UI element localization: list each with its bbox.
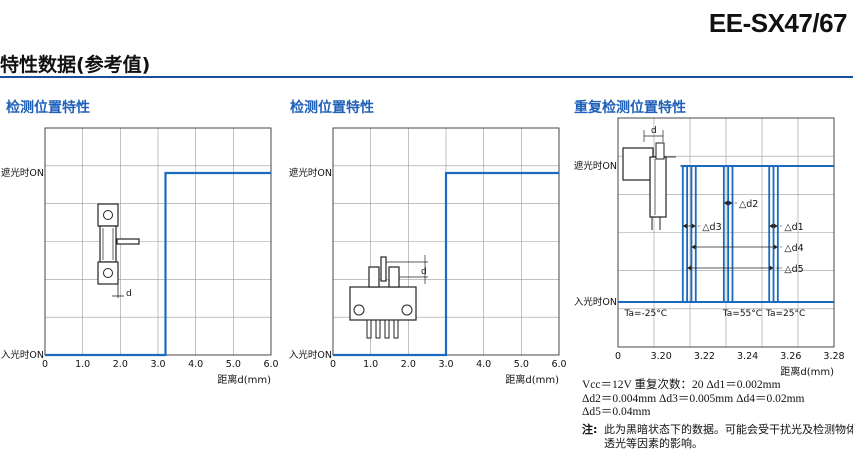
- model-number: EE-SX47/67: [708, 8, 848, 38]
- temp-label: Ta=25°C: [765, 309, 805, 319]
- arrow-head: [691, 244, 696, 250]
- x-tick-label: 3.22: [694, 351, 715, 362]
- x-tick-label: 3.0: [150, 359, 165, 370]
- series-line: [333, 171, 559, 357]
- x-tick-label: 3.0: [438, 359, 453, 370]
- temp-label: Ta=55°C: [722, 309, 762, 319]
- distance-label: d: [126, 289, 132, 299]
- delta-label: △d5: [784, 264, 803, 275]
- x-tick-label: 0: [615, 351, 621, 362]
- sensor-top-block: [97, 203, 119, 227]
- terminal-pin: [393, 319, 399, 339]
- arrow-head: [687, 265, 692, 271]
- sensor-body: [99, 225, 117, 263]
- notes-line-2: Δd2＝0.004mm Δd3＝0.005mm Δd4＝0.02mm: [582, 392, 805, 405]
- arrow-head: [769, 223, 774, 229]
- x-tick-label: 3.26: [780, 351, 801, 362]
- x-tick-label: 0: [330, 359, 336, 370]
- x-tick-label: 5.0: [226, 359, 241, 370]
- y-label-on: 遮光时ON: [1, 167, 44, 179]
- x-tick-label: 4.0: [476, 359, 491, 370]
- notes-line-3: Δd5＝0.04mm: [582, 406, 651, 418]
- delta-label: △d4: [784, 243, 803, 254]
- sensor-diagram-1: d: [97, 203, 140, 299]
- x-tick-label: 0: [42, 359, 48, 370]
- mount-hole-icon: [103, 210, 113, 220]
- y-label-off: 入光时ON: [574, 296, 617, 308]
- sensor-diagram-2: d: [349, 255, 428, 339]
- x-tick-label: 2.0: [401, 359, 416, 370]
- x-tick-label: 1.0: [363, 359, 378, 370]
- mount-hole-icon: [353, 304, 365, 316]
- temp-label: Ta=-25°C: [623, 309, 667, 319]
- sensor-body: [649, 156, 667, 218]
- x-tick-label: 3.20: [651, 351, 672, 362]
- y-label-on: 遮光时ON: [574, 160, 617, 172]
- y-label-on: 遮光时ON: [289, 167, 332, 179]
- arrow-head: [723, 200, 728, 206]
- x-tick-label: 5.0: [514, 359, 529, 370]
- x-tick-label: 4.0: [188, 359, 203, 370]
- chart-1: 0 1.0 2.0 3.0 4.0 5.0 6.0 距离d(mm) 遮光时ON 入光时ON: [1, 127, 279, 386]
- x-tick-label: 6.0: [551, 359, 566, 370]
- arrow-head: [728, 200, 733, 206]
- arrow-head: [773, 223, 778, 229]
- sensor-arm-right: [388, 266, 400, 288]
- chart1-title: 检测位置特性: [6, 100, 90, 116]
- mount-hole-icon: [401, 304, 413, 316]
- sensor-arm-left: [368, 266, 380, 288]
- terminal-pin: [366, 319, 372, 339]
- shutter-plate: [116, 238, 140, 245]
- emitter-tip: [655, 142, 665, 160]
- x-tick-label: 1.0: [75, 359, 90, 370]
- series-line: [45, 171, 271, 357]
- terminal-pin: [384, 319, 390, 339]
- x-axis-label: 距离d(mm): [217, 373, 271, 386]
- y-label-off: 入光时ON: [289, 349, 332, 361]
- distance-label: d: [651, 126, 657, 136]
- distance-label: d: [421, 267, 427, 277]
- arrow-head: [769, 265, 774, 271]
- delta-label: △d1: [784, 222, 803, 233]
- arrow-head: [691, 223, 696, 229]
- x-axis-label: 距离d(mm): [780, 365, 834, 378]
- x-tick-label: 3.24: [737, 351, 758, 362]
- x-axis-label: 距离d(mm): [505, 373, 559, 386]
- terminal-pin: [375, 319, 381, 339]
- sensor-bottom-block: [97, 261, 119, 285]
- note-text: 此为黑暗状态下的数据。可能会受干扰光及检测物体透光等因素的影响。: [604, 423, 853, 450]
- chart-2: 0 1.0 2.0 3.0 4.0 5.0 6.0 距离d(mm) 遮光时ON 入光时ON: [289, 127, 567, 386]
- section-rule: [0, 76, 853, 78]
- notes-line-1: Vcc＝12V 重复次数：20 Δd1＝0.002mm: [582, 379, 781, 391]
- delta-label: △d2: [739, 199, 758, 210]
- chart3-title: 重复检测位置特性: [574, 100, 686, 116]
- y-label-off: 入光时ON: [1, 349, 44, 361]
- arrow-head: [682, 223, 687, 229]
- delta-label: △d3: [702, 222, 721, 233]
- shutter-plate: [380, 256, 387, 282]
- mount-hole-icon: [103, 268, 113, 278]
- shutter-block: [622, 147, 654, 181]
- section-title: 特性数据(参考值): [0, 54, 151, 76]
- arrow-head: [773, 244, 778, 250]
- plot-frame: [617, 117, 835, 348]
- x-tick-label: 3.28: [823, 351, 844, 362]
- note-label: 注:: [582, 423, 598, 436]
- chart-3: 0 3.20 3.22 3.24 3.26 3.28 距离d(mm) 遮光时ON 入光时ON: [574, 117, 845, 378]
- chart2-title: 检测位置特性: [290, 100, 374, 116]
- x-tick-label: 6.0: [263, 359, 278, 370]
- measurement-notes: Vcc＝12V 重复次数：20 Δd1＝0.002mm Δd2＝0.004mm …: [582, 379, 804, 420]
- x-tick-label: 2.0: [113, 359, 128, 370]
